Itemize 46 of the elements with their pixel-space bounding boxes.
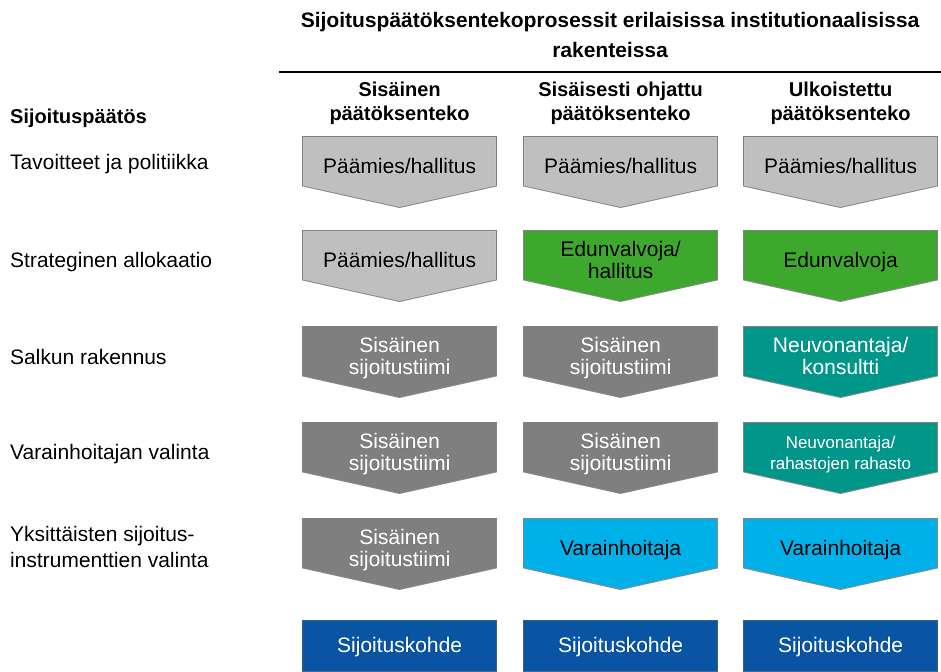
chevron-box bbox=[523, 136, 718, 208]
chevron-box bbox=[523, 518, 718, 590]
chevron-box bbox=[523, 422, 718, 494]
chevron-box bbox=[743, 326, 938, 398]
column-header: Sisäisesti ohjattu päätöksenteko bbox=[537, 78, 704, 126]
node-text: Neuvonantaja/ rahastojen rahasto bbox=[769, 432, 912, 474]
node-text: Varainhoitaja bbox=[778, 538, 902, 560]
node-text: Sijoituskohde bbox=[557, 635, 684, 657]
row-label: Yksittäisten sijoitus- instrumenttien valinta bbox=[10, 522, 210, 574]
row-header: Sijoituspäätös bbox=[10, 105, 147, 130]
chevron-box bbox=[743, 422, 938, 494]
chevron-box bbox=[743, 230, 938, 302]
node-text: Sisäinen sijoitustiimi bbox=[348, 335, 452, 379]
row-label: Strateginen allokaatio bbox=[10, 248, 213, 274]
node-text: Päämies/hallitus bbox=[763, 156, 918, 178]
chevron-box bbox=[302, 230, 497, 302]
node-text: Päämies/hallitus bbox=[543, 156, 698, 178]
diagram-title: Sijoituspäätöksentekoprosessit erilaisissa institutionaalisissa rakenteissa bbox=[300, 8, 920, 64]
row-label: Varainhoitajan valinta bbox=[10, 440, 210, 466]
row-label: Tavoitteet ja politiikka bbox=[10, 150, 210, 176]
node-text: Edunvalvoja bbox=[782, 250, 899, 272]
column-header: Sisäinen päätöksenteko bbox=[328, 78, 471, 126]
chevron-box bbox=[523, 326, 718, 398]
chevron-box bbox=[743, 136, 938, 208]
chevron-box bbox=[302, 422, 497, 494]
node-text: Sisäinen sijoitustiimi bbox=[568, 431, 672, 475]
node-text: Päämies/hallitus bbox=[322, 250, 477, 272]
process-box bbox=[302, 620, 497, 672]
node-text: Sijoituskohde bbox=[777, 635, 904, 657]
node-text: Neuvonantaja/ konsultti bbox=[772, 335, 910, 379]
chevron-box bbox=[523, 230, 718, 302]
node-text: Sisäinen sijoitustiimi bbox=[348, 431, 452, 475]
node-text: Päämies/hallitus bbox=[322, 156, 477, 178]
row-label: Salkun rakennus bbox=[10, 345, 168, 371]
process-box bbox=[523, 620, 718, 672]
node-text: Edunvalvoja/ hallitus bbox=[559, 239, 682, 283]
process-box bbox=[743, 620, 938, 672]
column-header: Ulkoistettu päätöksenteko bbox=[769, 78, 912, 126]
node-text: Sijoituskohde bbox=[336, 635, 463, 657]
node-text: Varainhoitaja bbox=[558, 538, 682, 560]
chevron-box bbox=[743, 518, 938, 590]
node-text: Sisäinen sijoitustiimi bbox=[348, 527, 452, 571]
chevron-box bbox=[302, 136, 497, 208]
chevron-box bbox=[302, 326, 497, 398]
chevron-box bbox=[302, 518, 497, 590]
node-text: Sisäinen sijoitustiimi bbox=[568, 335, 672, 379]
